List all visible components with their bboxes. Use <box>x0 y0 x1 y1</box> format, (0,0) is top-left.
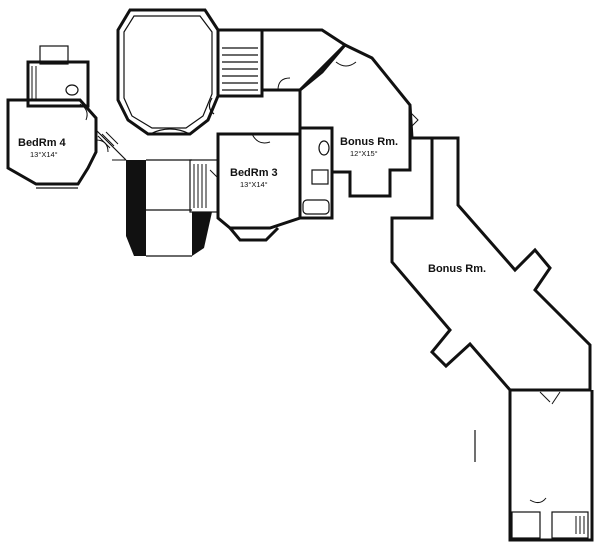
room-dims-bedrm-3: 13°X14° <box>240 180 268 189</box>
stairs-icon <box>95 129 127 161</box>
bridge-hall <box>112 159 212 257</box>
bath-3 <box>298 126 334 220</box>
bath-4 <box>26 45 90 108</box>
room-name-bedrm-3: BedRm 3 <box>230 167 278 179</box>
bedroom-3 <box>209 132 302 242</box>
room-dims-bonus-rm: 12°X15° <box>350 149 378 158</box>
toilet-icon <box>318 140 330 156</box>
bonus-room-large <box>390 104 594 542</box>
room-name-bonus-rm: Bonus Rm. <box>340 136 398 148</box>
room-dims-bedrm-4: 13°X14° <box>30 150 58 159</box>
bathtub-icon <box>302 199 330 215</box>
bathtub-icon <box>39 45 69 65</box>
bonus-room-small <box>298 43 419 198</box>
room-name-bonus-rm-large: Bonus Rm. <box>428 263 486 275</box>
toilet-icon <box>65 84 79 96</box>
open-to-below-octagon <box>116 8 220 136</box>
upper-storage <box>260 28 348 92</box>
lower-bath <box>511 497 589 539</box>
closet-hatch-icon <box>189 159 219 213</box>
sink-icon <box>311 169 329 185</box>
room-name-bedrm-4: BedRm 4 <box>18 137 67 149</box>
